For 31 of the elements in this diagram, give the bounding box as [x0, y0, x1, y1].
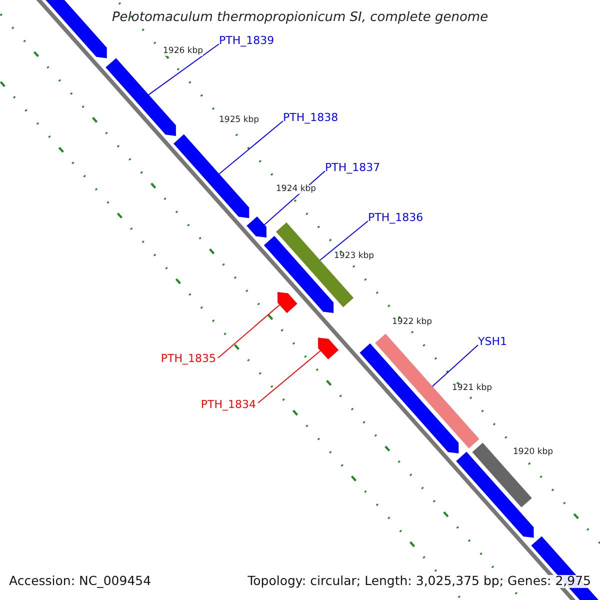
feature-bar: [276, 222, 354, 308]
map-title: Pelotomaculum thermopropionicum SI, complete genome: [110, 11, 490, 24]
gene-feature: [278, 292, 298, 314]
scale-label: 1925 kbp: [219, 116, 260, 124]
leader-line: [258, 350, 321, 404]
gene-label: PTH_1835: [160, 353, 216, 364]
scale-label: 1920 kbp: [513, 448, 554, 456]
scale-label: 1922 kbp: [392, 318, 432, 326]
gene-feature: [246, 216, 266, 238]
gene-label: PTH_1839: [219, 35, 274, 46]
leader-line: [218, 120, 284, 174]
gene-feature: [318, 338, 339, 360]
gene-feature: [174, 134, 250, 218]
leader-line: [218, 304, 280, 358]
leader-line: [320, 220, 368, 261]
gene-label: PTH_1836: [368, 212, 424, 223]
gene-feature: [264, 236, 334, 313]
gene-label: PTH_1834: [200, 399, 256, 410]
genome-info-text: Topology: circular; Length: 3,025,375 bp; Genes: 2,975: [248, 575, 591, 588]
scale-label: 1926 kbp: [163, 47, 204, 56]
scale-label: 1924 kbp: [276, 185, 316, 194]
leader-line: [148, 44, 220, 96]
scale-label: 1923 kbp: [334, 252, 374, 260]
gene-label: YSH1: [478, 336, 507, 347]
leader-line: [432, 344, 478, 387]
feature-bar: [472, 442, 532, 508]
gene-label: PTH_1837: [325, 162, 380, 173]
gene-label: PTH_1838: [283, 112, 338, 123]
scale-label: 1921 kbp: [452, 384, 492, 392]
accession-text: Accession: NC_009454: [9, 575, 152, 588]
gene-feature: [106, 58, 176, 136]
